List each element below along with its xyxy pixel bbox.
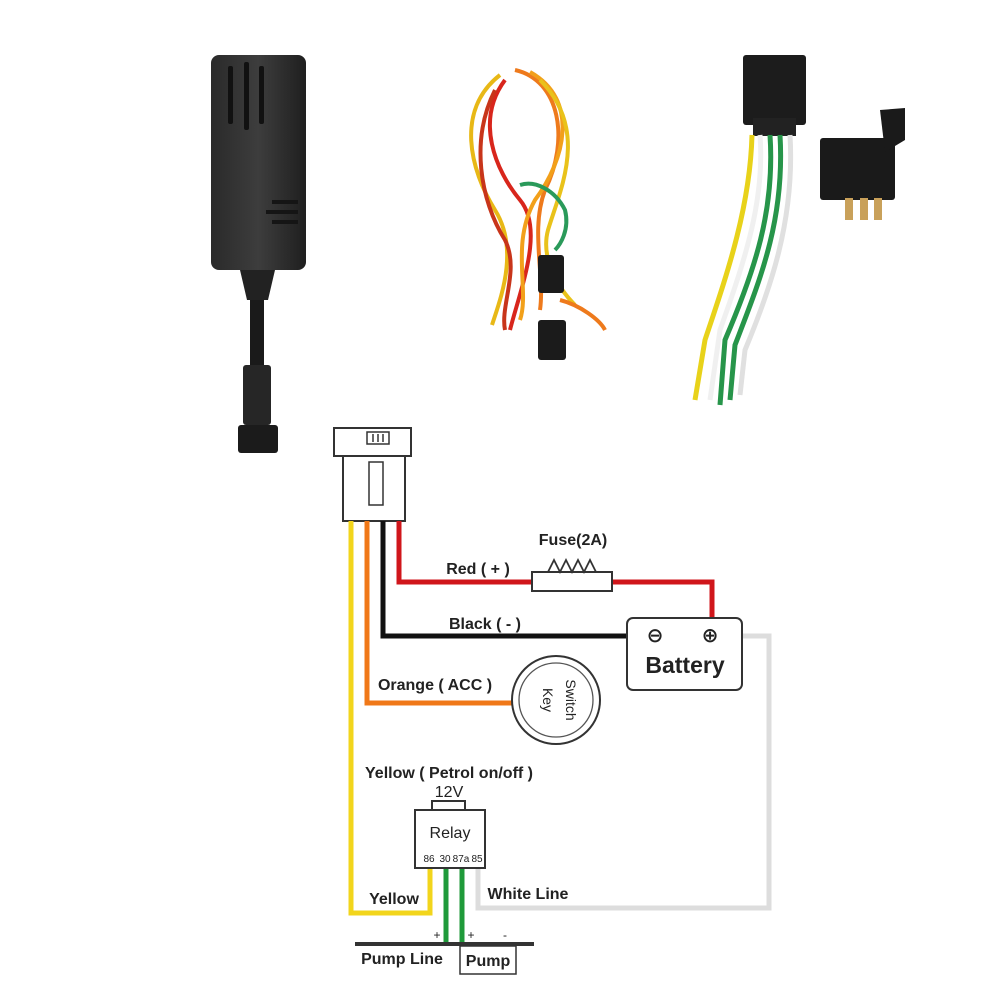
pump-plus-left: +	[433, 928, 440, 942]
battery	[626, 617, 743, 691]
black-wire	[380, 521, 627, 639]
relay-pin-85: 85	[471, 854, 483, 865]
white-line-label: White Line	[488, 886, 569, 903]
white-wire	[475, 633, 772, 911]
red-wire-to-battery	[612, 579, 715, 620]
battery-minus-icon: ⊖	[647, 625, 664, 647]
black-wire-label: Black ( - )	[449, 616, 521, 633]
relay-box	[414, 809, 486, 869]
yellow-wire	[348, 521, 433, 916]
pump-minus: -	[503, 928, 507, 942]
gps-tracker-device	[211, 55, 306, 453]
wiring-harness	[469, 68, 607, 360]
fuse	[531, 557, 613, 592]
harness-connector	[333, 427, 412, 522]
orange-wire	[364, 521, 512, 706]
relay-pin-30: 30	[439, 854, 451, 865]
key-switch	[511, 655, 601, 745]
battery-label: Battery	[645, 652, 724, 678]
pump-box	[459, 945, 517, 975]
relay-voltage-label: 12V	[435, 784, 464, 801]
fuse-label: Fuse(2A)	[539, 532, 607, 549]
relay-coil-bracket	[431, 800, 466, 810]
relay-label: Relay	[430, 825, 471, 842]
yellow-label: Yellow	[369, 891, 419, 908]
pump-plus-right: +	[467, 928, 474, 942]
key-switch-label-switch: Switch	[563, 679, 579, 720]
key-switch-label-key: Key	[540, 688, 556, 712]
red-wire	[396, 521, 532, 585]
relay-with-socket	[692, 55, 905, 406]
relay-pin-86: 86	[423, 854, 435, 865]
battery-plus-icon: ⊕	[702, 625, 719, 647]
orange-wire-label: Orange ( ACC )	[378, 677, 492, 694]
red-wire-label: Red ( + )	[446, 561, 510, 578]
yellow-petrol-label: Yellow ( Petrol on/off )	[365, 765, 533, 782]
pump-label: Pump	[466, 953, 511, 970]
relay-pin-87a: 87a	[453, 854, 470, 865]
pump-line-label: Pump Line	[361, 951, 443, 968]
